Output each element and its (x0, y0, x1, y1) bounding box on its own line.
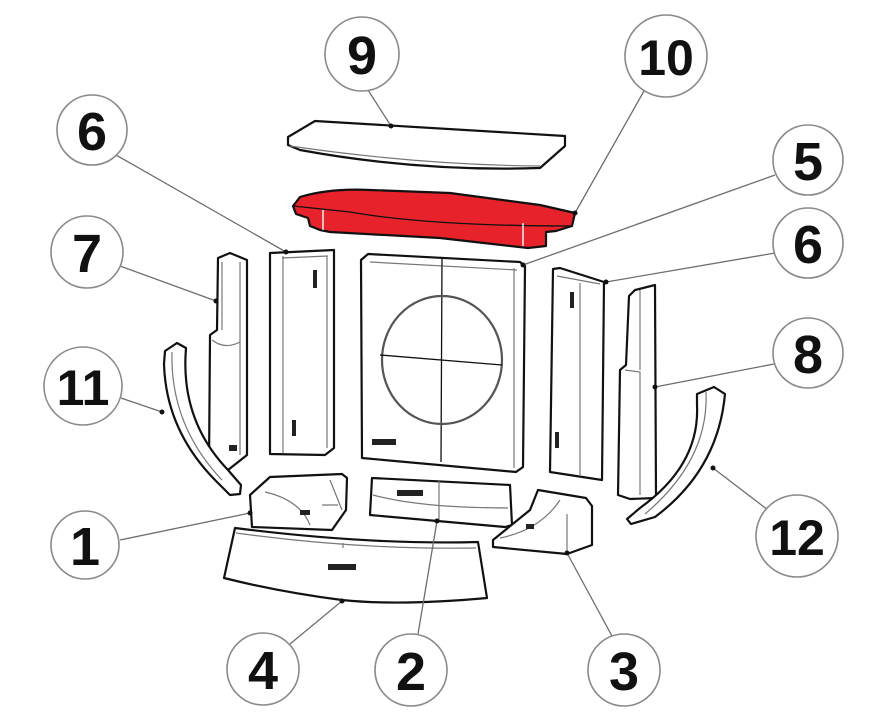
part-6-left-side-brick (268, 248, 336, 457)
part-6-right-side-brick (548, 266, 606, 482)
callout-10: 10 (624, 14, 708, 98)
callout-number: 9 (347, 26, 377, 86)
callout-number: 12 (769, 510, 825, 566)
callout-8: 8 (772, 317, 844, 389)
part-11-left-curved-strip (162, 341, 243, 497)
part-8-right-stepped-brick (616, 283, 658, 501)
callout-12: 12 (755, 494, 839, 578)
leader-lines (115, 89, 776, 645)
part-2-rear-floor-brick (368, 476, 514, 529)
part-4-front-curved-brick (222, 526, 489, 604)
part-7-left-stepped-brick (207, 251, 249, 472)
callout-circle (772, 124, 844, 196)
callout-7: 7 (50, 215, 124, 289)
part-9-top-plate (286, 119, 567, 170)
callout-11: 11 (43, 346, 123, 426)
callout-1: 1 (50, 510, 120, 580)
callout-circle (50, 510, 120, 580)
callout-circle (324, 16, 400, 92)
callout-circle (587, 633, 661, 707)
callout-number: 6 (77, 102, 107, 162)
callout-number: 8 (793, 325, 823, 385)
part-1-left-floor-corner (248, 472, 349, 532)
part-12-right-curved-strip (625, 385, 727, 526)
callout-circle (43, 346, 123, 426)
callout-number: 11 (57, 360, 110, 416)
callout-number: 5 (793, 132, 823, 192)
callout-4: 4 (226, 632, 300, 706)
callout-circle (772, 317, 844, 389)
callout-number: 1 (70, 517, 100, 577)
callout-6: 6 (772, 207, 844, 279)
callout-3: 3 (587, 633, 661, 707)
callout-number: 7 (72, 224, 102, 284)
callout-circle (624, 14, 708, 98)
part-3-right-floor-corner (491, 488, 594, 556)
callout-number: 10 (638, 30, 694, 86)
callout-number: 3 (609, 642, 639, 702)
callout-number: 6 (793, 215, 823, 275)
callout-circle (374, 633, 448, 707)
callout-9: 9 (324, 16, 400, 92)
callout-number: 2 (396, 642, 426, 702)
callout-2: 2 (374, 633, 448, 707)
part-5-rear-wall (359, 252, 527, 474)
callout-5: 5 (772, 124, 844, 196)
callout-circle (56, 94, 128, 166)
callout-number: 4 (248, 641, 278, 701)
part-10-baffle-highlighted (291, 188, 577, 250)
callout-circle (772, 207, 844, 279)
callout-circle (755, 494, 839, 578)
callout-circle (50, 215, 124, 289)
callout-circle (226, 632, 300, 706)
callout-6: 6 (56, 94, 128, 166)
